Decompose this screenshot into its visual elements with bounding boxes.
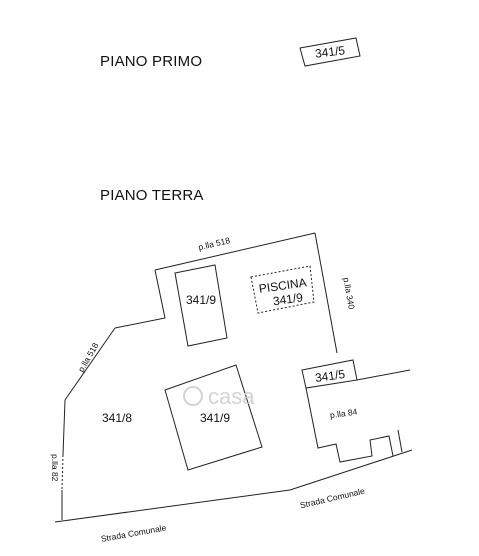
west-boundary-line-dashed <box>61 454 64 491</box>
watermark: casa <box>183 384 255 409</box>
lower-unit-label: 341/9 <box>200 411 230 425</box>
northwest-boundary-line <box>64 327 116 401</box>
southeast-building-line <box>305 387 394 463</box>
left-area-label: 341/8 <box>102 411 132 425</box>
watermark-text: casa <box>208 384 255 409</box>
first-floor-unit-outline <box>299 37 361 67</box>
site-boundary <box>54 232 413 523</box>
west-neighbour-label: p.lla 82 <box>50 454 60 482</box>
north-neighbour-label: p.lla 518 <box>197 235 231 252</box>
right-unit: 341/5 <box>301 359 411 463</box>
right-unit-label: 341/5 <box>314 367 346 385</box>
upper-unit-label: 341/9 <box>186 293 216 307</box>
pool-title: PISCINA <box>258 275 307 296</box>
east-boundary-line <box>314 232 338 354</box>
north-boundary-line <box>154 232 316 271</box>
northwest-neighbour-label: p.lla 518 <box>76 341 101 374</box>
southeast-neighbour-label: p.lla 84 <box>329 406 358 420</box>
upper-unit: 341/9 <box>174 264 228 347</box>
east-neighbour-label: p.lla 340 <box>341 277 356 311</box>
upper-unit-outline <box>174 264 228 347</box>
northwest-notch-line <box>114 269 166 329</box>
road-label-left: Strada Comunale <box>100 522 167 543</box>
road-label-right: Strada Comunale <box>299 486 366 511</box>
right-unit-extension-line <box>356 369 411 381</box>
ground-floor-heading: PIANO TERRA <box>100 187 204 204</box>
west-boundary-line-upper <box>62 399 66 456</box>
pool: PISCINA 341/9 <box>250 265 315 314</box>
southeast-stub-line <box>397 429 403 453</box>
road-line <box>54 449 413 523</box>
first-floor-unit-label: 341/5 <box>314 43 346 61</box>
pool-outline <box>250 265 315 314</box>
pool-number: 341/9 <box>272 290 304 308</box>
lower-unit-outline <box>164 364 263 471</box>
lower-unit: 341/9 <box>164 364 263 471</box>
watermark-house-icon <box>183 386 203 406</box>
first-floor-unit: 341/5 <box>299 37 361 67</box>
first-floor-heading: PIANO PRIMO <box>100 53 202 70</box>
